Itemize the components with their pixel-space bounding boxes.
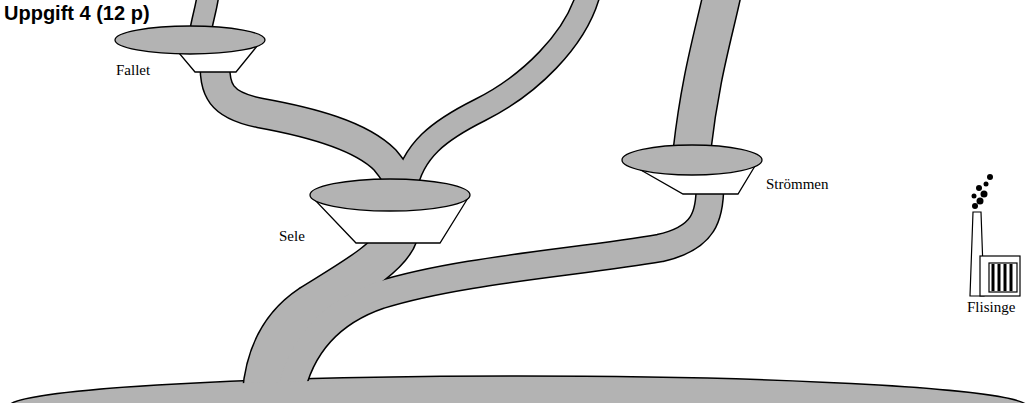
river-outlines (200, 0, 722, 395)
reservoir (115, 26, 265, 54)
smoke-dot (976, 185, 982, 191)
smoke-dot (987, 174, 993, 180)
place-label: Strömmen (766, 176, 829, 193)
factory-building (980, 256, 1020, 296)
place-label: Flisinge (967, 299, 1015, 316)
river-outline (692, 0, 722, 150)
reservoir (310, 179, 470, 211)
smoke-dot (972, 194, 977, 199)
reservoir (622, 145, 762, 175)
river (692, 0, 722, 150)
smoke (972, 174, 994, 209)
river-outline (215, 60, 402, 190)
smoke-dot (977, 198, 984, 205)
window-bar (1010, 264, 1013, 291)
river (405, 0, 588, 190)
river-outline (405, 0, 588, 190)
window-bar (998, 264, 1001, 291)
river-fills (200, 0, 722, 395)
place-label: Fallet (116, 62, 150, 79)
title: Uppgift 4 (12 p) (4, 2, 150, 25)
factory-window (989, 263, 1017, 292)
window-bars (993, 264, 1011, 291)
factory-symbol (970, 174, 1020, 296)
window-bar (992, 264, 995, 291)
river (290, 185, 710, 395)
sea (10, 379, 1026, 403)
sea (8, 376, 1028, 403)
window-bar (1004, 264, 1007, 291)
smoke-dot (984, 182, 989, 187)
smoke-dot (972, 203, 978, 209)
place-label: Sele (279, 228, 305, 245)
smoke-dot (981, 191, 988, 198)
river (215, 60, 402, 190)
